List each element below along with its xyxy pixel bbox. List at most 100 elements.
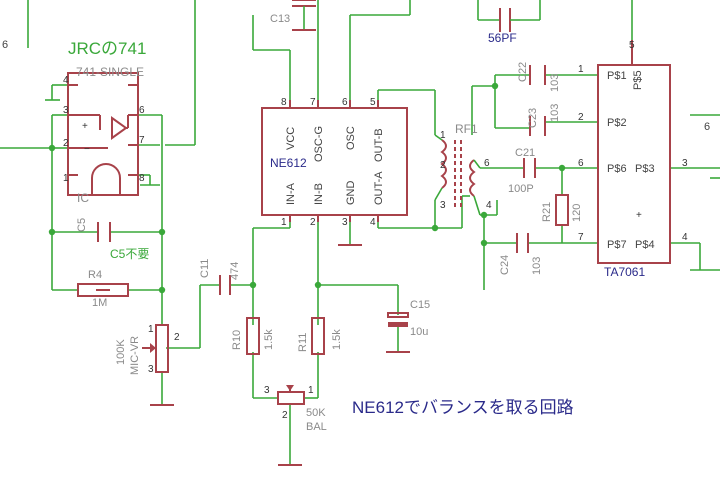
opamp-741: + − [67, 72, 139, 196]
c22-value: 103 [549, 74, 561, 92]
opamp-pin-6: 6 [139, 105, 145, 116]
vr-pin-1: 1 [148, 324, 154, 335]
vr-name: MIC-VR [129, 336, 141, 375]
opamp-minus: − [84, 144, 90, 155]
bal-pin-1: 1 [308, 385, 314, 396]
opamp-pin-1: 1 [63, 173, 69, 184]
ne612-pin-inb: IN-B [313, 183, 325, 205]
rf1-pin-6: 6 [484, 158, 490, 169]
rf1-pin-2: 2 [440, 160, 446, 171]
capacitor-56pf: 56PF [488, 8, 520, 45]
opamp-maker-label: JRCの741 [68, 39, 146, 58]
ne612-num-8: 8 [281, 97, 287, 108]
ne612-num-1: 1 [281, 217, 287, 228]
ta-num-5: 5 [629, 40, 635, 51]
vr-pin-3: 3 [148, 364, 154, 375]
resistor-r4: R4 1M [77, 269, 129, 309]
ta-num-2: 2 [578, 112, 584, 123]
c13-label: C13 [270, 13, 290, 25]
c15-value: 10u [410, 326, 428, 338]
c21-value: 100P [508, 183, 534, 195]
c21-label: C21 [515, 147, 535, 159]
ta-pin-p1: P$1 [607, 70, 627, 82]
opamp-pin-4: 4 [63, 75, 69, 86]
c5-label: C5 [76, 218, 88, 232]
ne612-num-4: 4 [370, 217, 376, 228]
opamp-ref-label: IC [77, 191, 89, 205]
ne612-chip: VCC OSC-G OSC OUT-B IN-A IN-B GND OUT-A … [261, 97, 408, 246]
ta7061-name: TA7061 [604, 265, 645, 279]
rf1-pin-1: 1 [440, 130, 446, 141]
r4-value: 1M [92, 297, 107, 309]
opamp-labels: JRCの741 741-SINGLE IC 4 3 2 1 6 7 8 [63, 39, 146, 205]
ne612-pin-oscg: OSC-G [313, 126, 325, 162]
bal-pin-2: 2 [282, 410, 288, 421]
vr-pin-2: 2 [174, 332, 180, 343]
c23-label: C23 [527, 108, 539, 128]
ta-pin-p4: P$4 [635, 239, 655, 251]
r10-label: R10 [231, 330, 243, 350]
c24-label: C24 [499, 255, 511, 275]
c5-note: C5不要 [110, 247, 149, 261]
junctions [48, 82, 566, 294]
diagram-title: NE612でバランスを取る回路 [352, 398, 574, 417]
ta-plus: + [636, 210, 642, 221]
c11-value: 474 [229, 262, 241, 280]
ne612-name: NE612 [270, 156, 307, 170]
c22-label: C22 [517, 62, 529, 82]
opamp-pin-8: 8 [139, 173, 145, 184]
rf1-pin-4: 4 [486, 200, 492, 211]
ne612-pin-gnd: GND [345, 181, 357, 206]
ta-num-4: 4 [682, 232, 688, 243]
opamp-plus: + [82, 121, 88, 132]
r21-value: 120 [571, 204, 583, 222]
rf1-label: RF1 [455, 122, 478, 136]
r21-label: R21 [541, 202, 553, 222]
ta-pin-p6: P$6 [607, 163, 627, 175]
ta-pin-p5: P$5 [632, 70, 644, 90]
ne612-pin-vcc: VCC [285, 127, 297, 150]
ta-num-1: 1 [578, 64, 584, 75]
ta-num-3: 3 [682, 158, 688, 169]
r10-value: 1.5k [263, 329, 275, 350]
ta-num-7: 7 [578, 232, 584, 243]
c56-label: 56PF [488, 31, 517, 45]
edge-labels: 6 6 [2, 39, 710, 133]
resistor-r21: R21 120 [541, 194, 583, 226]
r4-label: R4 [88, 269, 102, 281]
capacitor-c15: C15 10u [386, 299, 430, 353]
opamp-pin-3: 3 [63, 105, 69, 116]
ta-pin-p3: P$3 [635, 163, 655, 175]
edge-label-6-left: 6 [2, 39, 8, 51]
opamp-pin-7: 7 [139, 135, 145, 146]
resistor-r10: R10 1.5k [231, 317, 275, 355]
r11-label: R11 [297, 333, 309, 352]
ne612-num-2: 2 [310, 217, 316, 228]
wires [0, 0, 720, 465]
capacitor-c11: C11 474 [199, 259, 241, 295]
capacitor-c5: C5 C5不要 [76, 218, 149, 261]
resistor-r11: R11 1.5k [297, 317, 343, 355]
opamp-pin-2: 2 [63, 138, 69, 149]
ta7061-chip: P$1 P$2 P$6 P$7 P$5 P$3 P$4 + 1 2 6 7 5 … [578, 40, 688, 279]
edge-label-6-right: 6 [704, 121, 710, 133]
c24-value: 103 [531, 257, 543, 275]
capacitor-c21: C21 100P [508, 147, 536, 195]
rf1-pin-3: 3 [440, 200, 446, 211]
ta-pin-p7: P$7 [607, 239, 627, 251]
c11-label: C11 [199, 259, 211, 278]
ne612-pin-outa: OUT-A [373, 171, 385, 205]
bal-pin-3: 3 [264, 385, 270, 396]
vr-value: 100K [115, 339, 127, 365]
capacitor-c13: C13 [270, 0, 316, 31]
opamp-part-label: 741-SINGLE [76, 65, 144, 79]
c23-value: 103 [549, 104, 561, 122]
ne612-num-5: 5 [370, 97, 376, 108]
potentiometer-mic-vr: 100K MIC-VR 2 1 3 [115, 324, 180, 406]
potentiometer-bal: 3 1 2 50K BAL [264, 385, 327, 466]
bal-name: BAL [306, 421, 327, 433]
ne612-pin-outb: OUT-B [373, 128, 385, 162]
bal-value: 50K [306, 407, 326, 419]
transformer-rf1: RF1 1 2 3 4 6 [434, 122, 492, 216]
